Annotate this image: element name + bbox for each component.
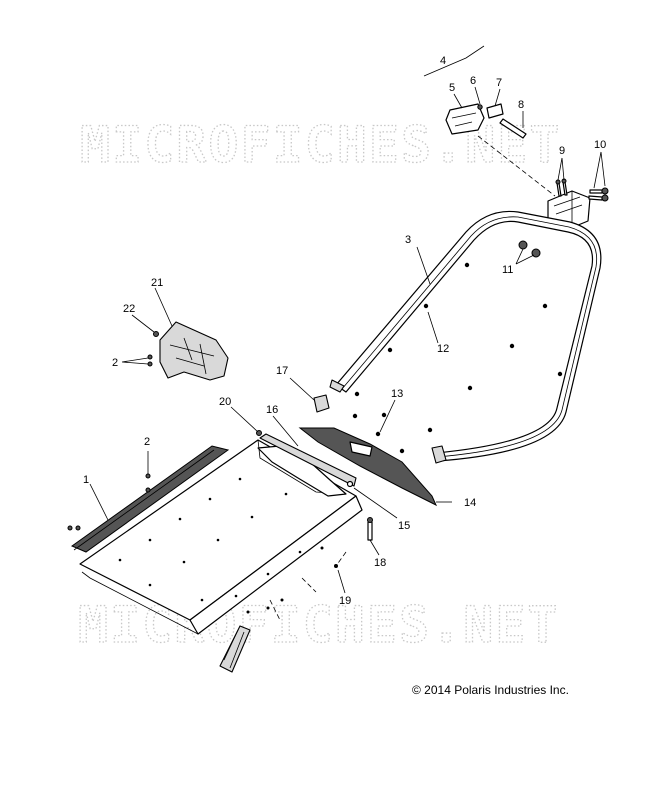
callout-20: 20 [219,396,231,408]
part-2-screw-a [147,354,153,360]
watermark-top: MICROFICHES.NET [80,116,562,174]
callout-1: 1 [83,474,89,486]
callout-19: 19 [339,595,351,607]
part-22-fastener [153,331,159,337]
callout-2-guard: 2 [112,357,118,369]
part-5-bracket [445,103,485,135]
part-15-washer [346,480,354,488]
part-10-bolt-a [589,189,603,194]
part-2-screw-b [147,361,153,367]
callouts: 4 5 6 7 8 9 10 3 11 12 17 13 14 15 18 19… [83,55,606,607]
callout-9: 9 [559,145,565,157]
callout-10: 10 [594,139,606,151]
callout-5: 5 [449,82,455,94]
callout-2-rail: 2 [144,436,150,448]
frame-bolts [352,262,563,454]
callout-21: 21 [151,277,163,289]
part-1-rail [67,445,230,553]
part-14-strip [298,427,438,507]
callout-3: 3 [405,234,411,246]
leader-lines [89,45,606,594]
callout-14: 14 [464,497,476,509]
part-3-frame [329,210,602,464]
part-18-screw [367,521,373,541]
callout-8: 8 [518,99,524,111]
part-2-screw-c [145,473,151,479]
callout-7: 7 [496,77,502,89]
part-11-bumper-a [518,240,528,250]
callout-6: 6 [470,75,476,87]
callout-13: 13 [391,388,403,400]
callout-15: 15 [398,520,410,532]
callout-12: 12 [437,343,449,355]
part-21-guard [147,321,229,381]
part-7-clip [486,103,504,119]
callout-11: 11 [502,264,513,276]
callout-16: 16 [266,404,278,416]
part-8-pin [499,118,527,139]
callout-4: 4 [440,55,446,67]
callout-17: 17 [276,365,288,377]
copyright-text: © 2014 Polaris Industries Inc. [412,683,569,697]
callout-22: 22 [123,303,135,315]
part-9-stud-b [562,181,568,196]
part-17-block [313,394,330,413]
tunnel-deck [79,430,373,673]
part-9-stud-a [556,182,562,197]
callout-18: 18 [374,557,386,569]
part-6-bolt [477,104,483,110]
watermark-bottom: MICROFICHES.NET [78,596,560,654]
deck-rivets [118,477,302,602]
part-10-bolt-b [588,195,603,201]
